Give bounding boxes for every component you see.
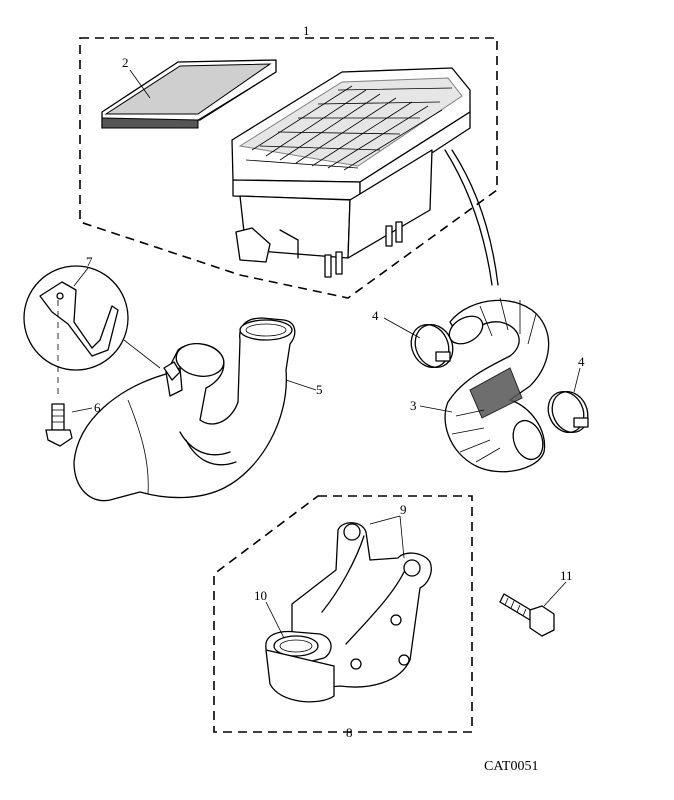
- callout-8: 8: [346, 725, 353, 740]
- hose-clip-upper[interactable]: [404, 318, 459, 373]
- mounting-bolt[interactable]: [499, 593, 555, 637]
- bracket-detail-view: [23, 265, 161, 371]
- fixing-bolt[interactable]: [45, 403, 73, 447]
- callout-1: 1: [303, 23, 310, 38]
- air-box-housing[interactable]: [231, 67, 471, 278]
- bracket[interactable]: [163, 361, 181, 381]
- catalog-code: CAT0051: [484, 759, 538, 774]
- callout-2: 2: [122, 55, 129, 70]
- callout-4-upper: 4: [372, 308, 379, 323]
- callout-11: 11: [560, 568, 573, 583]
- flexible-air-hose[interactable]: [444, 297, 550, 473]
- callout-10: 10: [254, 588, 267, 603]
- breather-line-2: [451, 149, 499, 286]
- air-cleaner-mounting-bracket[interactable]: [265, 522, 432, 703]
- air-filter-element[interactable]: [101, 59, 277, 129]
- callout-7: 7: [86, 254, 93, 269]
- callout-9: 9: [400, 502, 407, 517]
- leader-lines: [71, 69, 581, 639]
- assembly-boundary-8: [213, 495, 473, 733]
- callout-6: 6: [94, 400, 101, 415]
- breather-line: [444, 149, 493, 286]
- assembly-boundary-1: [79, 37, 498, 299]
- hose-clip-lower[interactable]: [542, 386, 595, 438]
- callout-5: 5: [316, 382, 323, 397]
- air-intake-duct[interactable]: [73, 317, 296, 502]
- callout-4-lower: 4: [578, 354, 585, 369]
- callout-3: 3: [410, 398, 417, 413]
